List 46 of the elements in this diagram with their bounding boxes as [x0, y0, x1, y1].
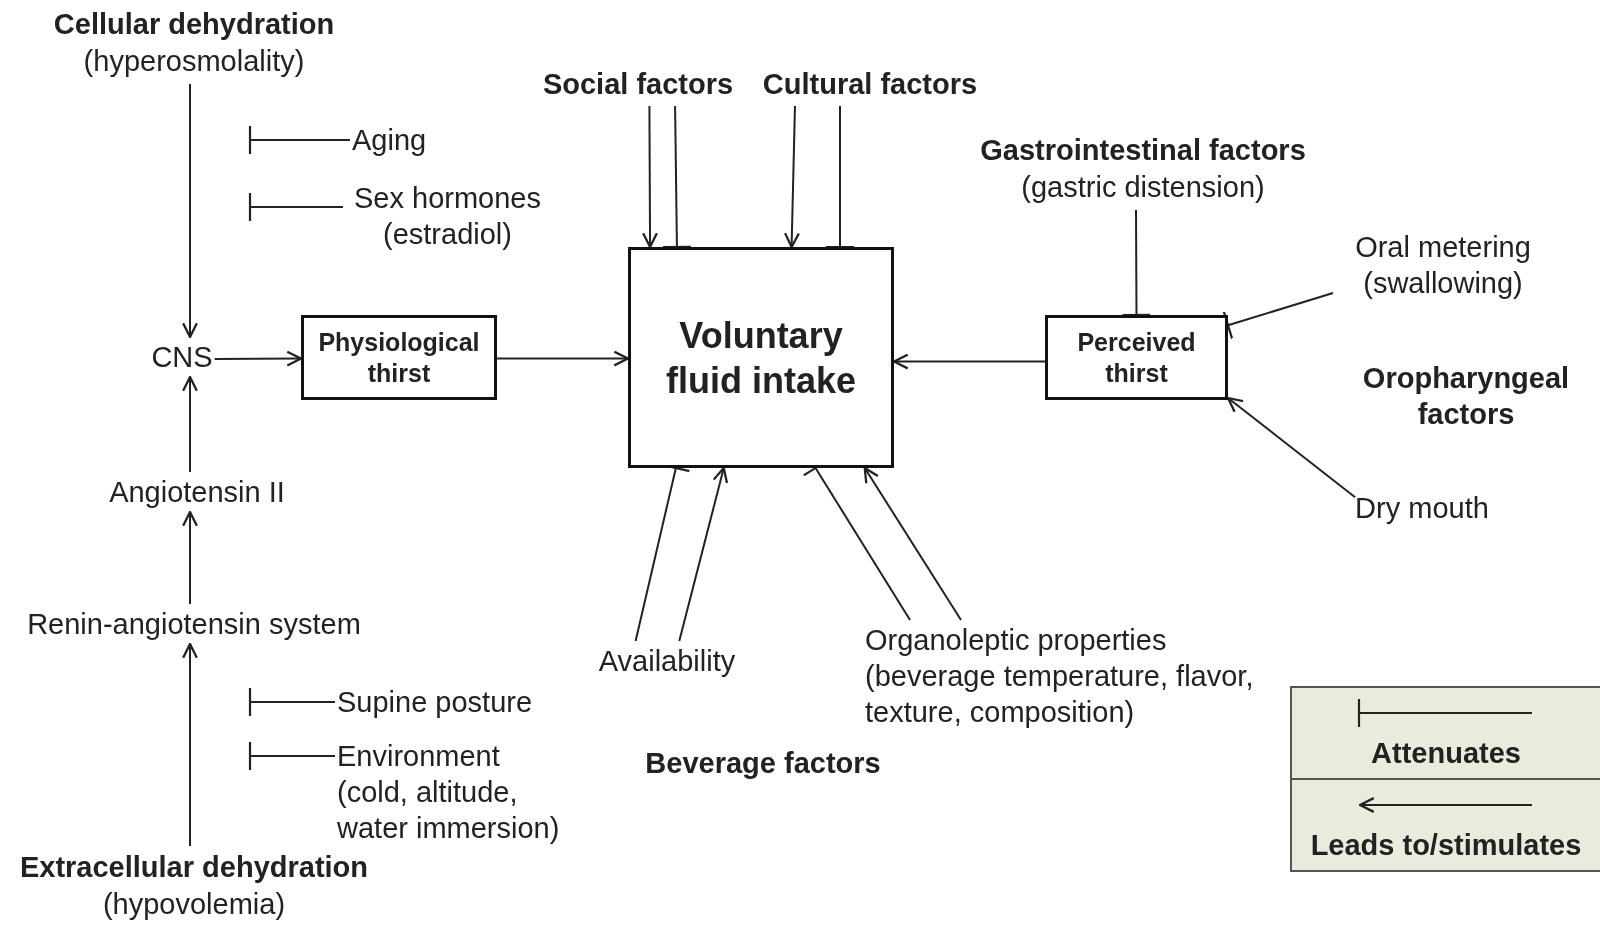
arrow [213, 350, 303, 367]
process-box [1045, 315, 1228, 400]
node-label: Environment (cold, altitude, water immersion) [337, 738, 569, 846]
box-label: Voluntary fluid intake [665, 313, 857, 403]
inhibition-line [248, 124, 351, 156]
subheading: (hypovolemia) [102, 887, 286, 922]
node-label: Supine posture [337, 684, 533, 720]
arrow [863, 466, 962, 621]
node-label: Social factors [542, 66, 734, 102]
legend-label: Attenuates [1371, 736, 1521, 770]
arrow [783, 105, 800, 249]
heading: Gastrointestinal factors [980, 133, 1306, 168]
node-label: Aging [352, 122, 427, 158]
node-label: Renin-angiotensin system [27, 606, 361, 642]
arrow [182, 375, 198, 473]
arrow [182, 510, 198, 605]
arrow [678, 466, 729, 642]
node-label: Dry mouth [1355, 490, 1489, 526]
node-label: Cultural factors [762, 66, 978, 102]
inhibition-line [248, 740, 336, 772]
node-label: Availability [598, 643, 736, 679]
node-label: Sex hormones (estradiol) [345, 180, 550, 252]
node-label: CNS [151, 339, 213, 375]
arrow [892, 353, 1046, 370]
process-box [301, 315, 497, 400]
subheading: (hyperosmolality) [83, 44, 305, 79]
arrow [1226, 396, 1357, 499]
heading: Cellular dehydration [53, 7, 335, 42]
process-box [628, 247, 894, 468]
node-label: Organoleptic properties (beverage temperature, flavor, texture, composition) [865, 622, 1280, 730]
inhibition-line [1222, 292, 1334, 340]
subheading: (gastric distension) [1021, 170, 1265, 205]
box-label: Perceived thirst [1076, 326, 1197, 389]
arrow [642, 105, 658, 249]
box-label: Physiological thirst [317, 326, 481, 389]
heading: Extracellular dehydration [19, 850, 369, 885]
arrow [182, 642, 198, 847]
inhibition-line [248, 191, 344, 223]
node-label: Oral metering (swallowing) [1333, 229, 1553, 301]
arrow [182, 83, 198, 339]
inhibition-line [248, 686, 336, 718]
group-label: Beverage factors [644, 746, 882, 781]
legend-label: Leads to/stimulates [1310, 828, 1582, 862]
node-label: Angiotensin II [109, 474, 285, 510]
group-label: Oropharyngeal factors [1361, 361, 1571, 432]
arrow [496, 350, 630, 367]
